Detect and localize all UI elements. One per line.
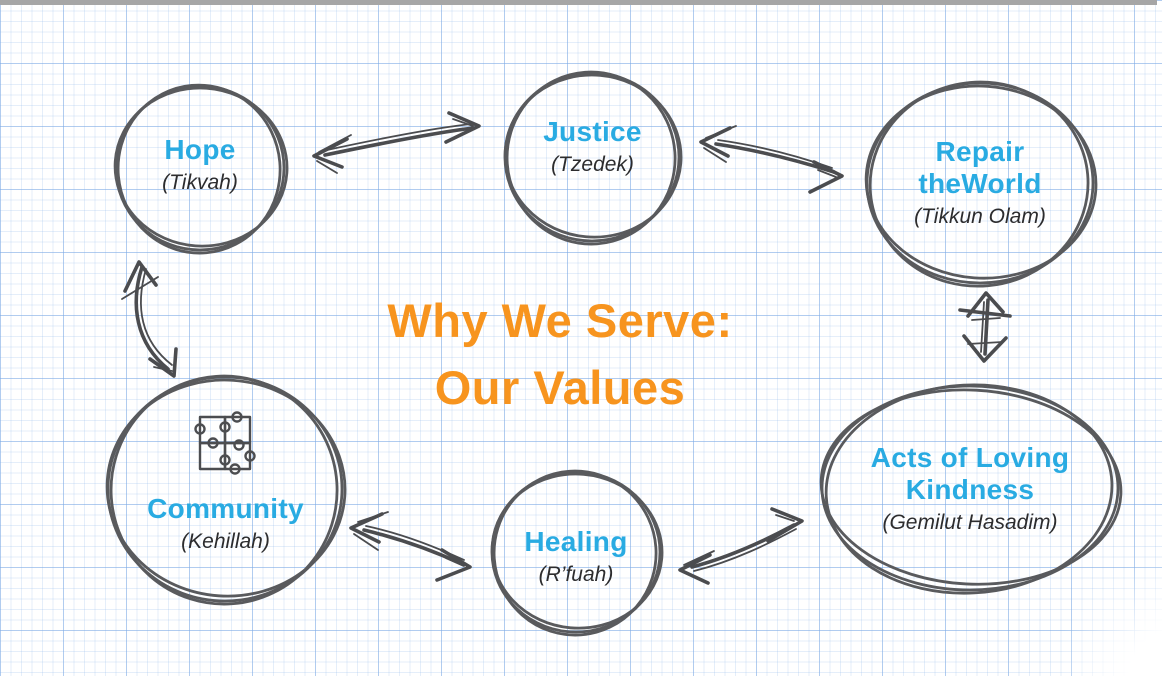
value-name-line-1: Repair — [935, 136, 1025, 167]
arrow-justice-repair — [699, 125, 844, 194]
arrow-hope-community — [121, 260, 178, 378]
top-gray-bar — [0, 0, 1157, 5]
value-hebrew-name: (Kehillah) — [181, 530, 270, 553]
value-node-hope: Hope (Tikvah) — [110, 78, 290, 258]
value-node-community: Community (Kehillah) — [103, 372, 348, 607]
value-hebrew-name: (Tikvah) — [162, 171, 238, 194]
value-node-justice: Justice (Tzedek) — [500, 66, 685, 248]
right-white-margin — [1162, 0, 1175, 676]
title-line-1: Why We Serve: — [387, 294, 733, 347]
value-hebrew-name: (R’fuah) — [538, 563, 614, 586]
value-hebrew-name: (Tikkun Olam) — [914, 205, 1046, 228]
value-name-line-2: theWorld — [918, 168, 1042, 199]
value-name: Healing — [524, 526, 628, 557]
puzzle-icon — [194, 411, 256, 475]
value-name: Hope — [164, 134, 236, 165]
value-hebrew-name: (Gemilut Hasadim) — [882, 511, 1058, 534]
arrow-repair-acts — [958, 291, 1012, 363]
value-name: Justice — [543, 116, 642, 147]
value-name-line-1: Acts of Loving — [870, 442, 1070, 473]
value-hebrew-name: (Tzedek) — [551, 153, 634, 176]
arrow-healing-acts — [678, 507, 804, 585]
value-node-acts-of-loving-kindness: Acts of Loving Kindness (Gemilut Hasadim… — [815, 380, 1125, 596]
value-node-healing: Healing (R’fuah) — [487, 466, 665, 638]
arrow-hope-justice — [312, 111, 481, 174]
value-name-line-2: Kindness — [905, 474, 1035, 505]
page-title: Why We Serve: Our Values — [330, 288, 790, 421]
arrow-community-healing — [349, 511, 472, 582]
title-line-2: Our Values — [434, 360, 686, 414]
value-name: Community — [147, 493, 304, 524]
value-node-repair-the-world: Repair theWorld (Tikkun Olam) — [860, 76, 1100, 290]
